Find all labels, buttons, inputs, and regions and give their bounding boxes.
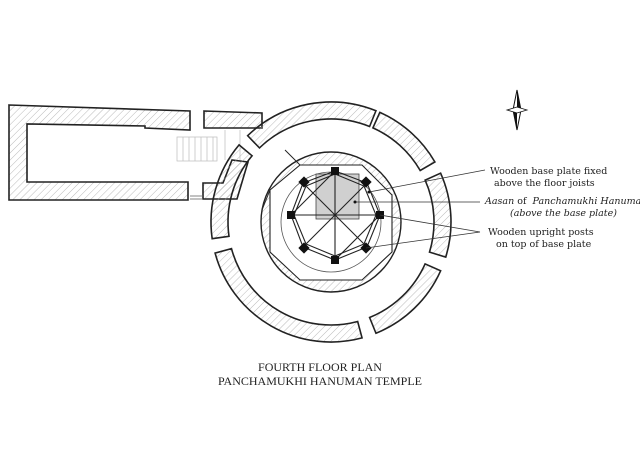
- leader-lines: [355, 169, 486, 249]
- ring-wall-segment: [424, 172, 452, 259]
- inner-chamber: [269, 164, 393, 281]
- annotation-base-plate: Wooden base plate fixed above the floor …: [490, 166, 607, 190]
- annotation-text: of: [517, 196, 527, 207]
- plan-title: FOURTH FLOOR PLAN: [258, 360, 382, 374]
- door-threshold: [190, 195, 203, 200]
- annotation-posts: Wooden upright posts on top of base plat…: [488, 227, 594, 251]
- outer-ring-wall: [210, 101, 452, 343]
- annotation-text: Wooden base plate fixed: [490, 166, 608, 177]
- annotation-text: Aasan: [485, 196, 515, 207]
- annotation-aasan: Aasan of Panchamukhi Hanuman (above the …: [485, 196, 640, 220]
- ring-wall-segment: [246, 101, 377, 150]
- annotation-text: above the floor joists: [494, 178, 595, 189]
- ring-wall-segment: [210, 143, 254, 240]
- plan-subtitle: PANCHAMUKHI HANUMAN TEMPLE: [217, 374, 423, 388]
- ring-wall-segment: [368, 262, 442, 335]
- ring-wall-segment: [214, 247, 364, 343]
- ring-wall-segment: [371, 111, 437, 172]
- annotation-text: Panchamukhi Hanuman: [532, 196, 640, 207]
- north-arrow-icon: [505, 89, 529, 131]
- annotation-text: (above the base plate): [510, 208, 617, 219]
- annotation-text: on top of base plate: [496, 239, 592, 250]
- annotation-text: Wooden upright posts: [488, 227, 594, 238]
